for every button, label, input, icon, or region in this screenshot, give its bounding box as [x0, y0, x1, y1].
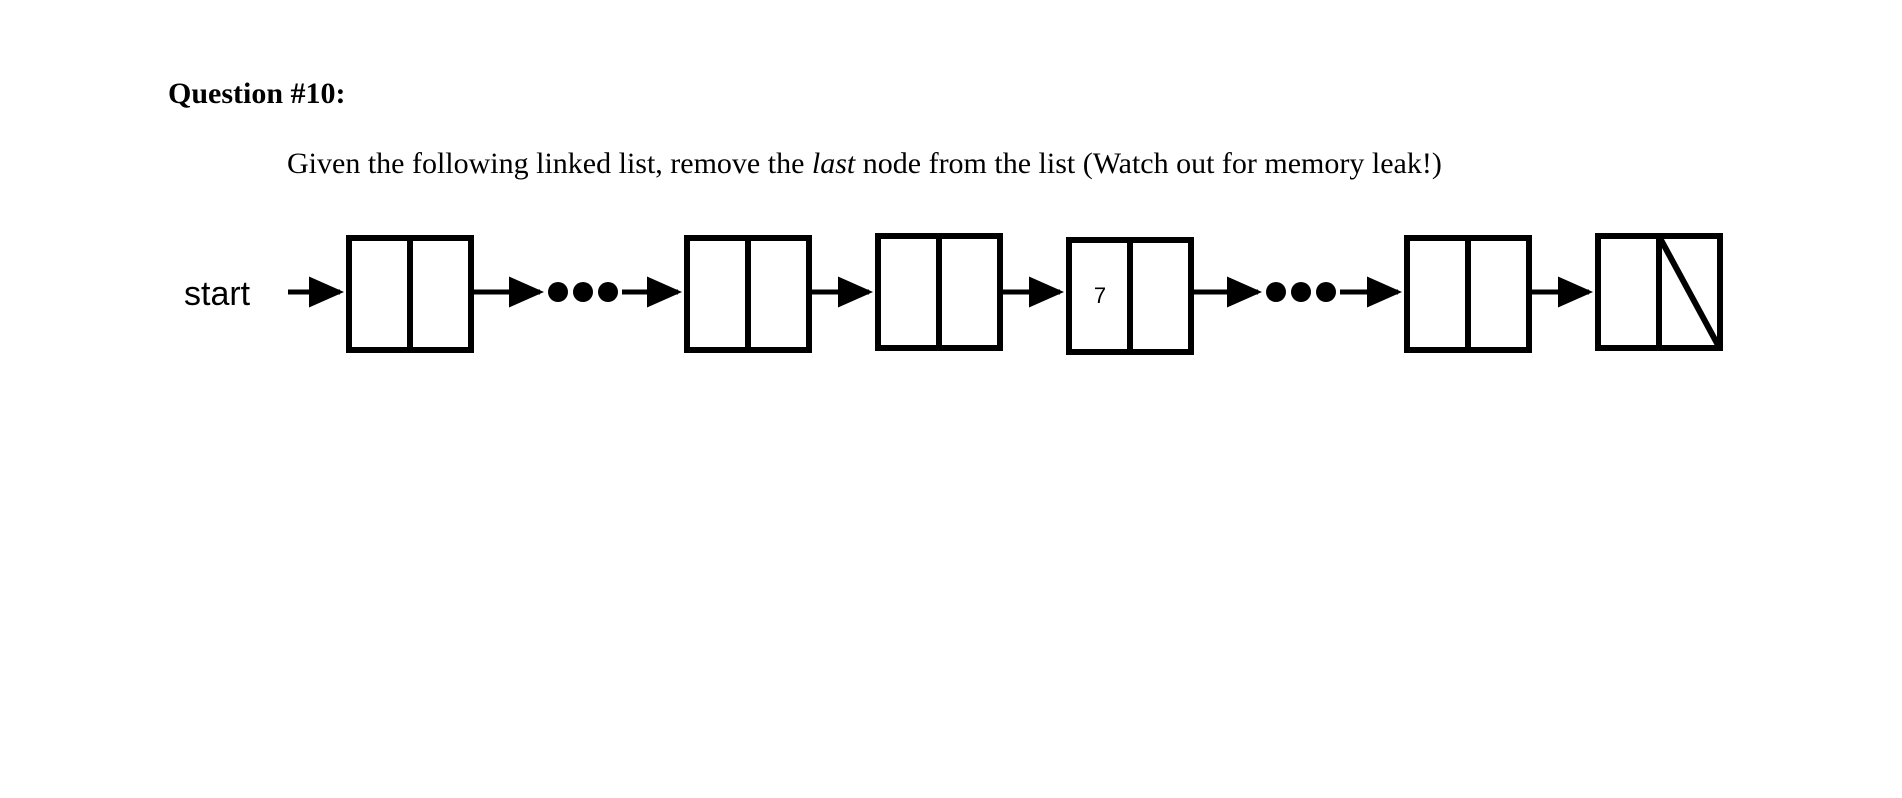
node-box	[1595, 233, 1723, 351]
prompt-text-before: Given the following linked list, remove …	[287, 147, 812, 180]
ellipsis-dots	[1266, 282, 1336, 302]
start-pointer-label: start	[184, 275, 251, 313]
ellipsis-dot	[1316, 282, 1336, 302]
prompt-text-after: node from the list (Watch out for memory…	[855, 147, 1442, 180]
ellipsis-dot	[1266, 282, 1286, 302]
node-box	[1066, 237, 1194, 355]
list-node	[875, 233, 1003, 351]
node-box	[875, 233, 1003, 351]
list-node	[684, 235, 812, 353]
null-pointer-slash-icon	[1657, 236, 1722, 349]
list-node-tail	[1595, 233, 1723, 351]
node-value: 7	[1094, 283, 1106, 308]
ellipsis-dot	[598, 282, 618, 302]
ellipsis-dots	[548, 282, 618, 302]
list-node-with-value: 7	[1066, 237, 1194, 355]
list-node	[1404, 235, 1532, 353]
ellipsis-dot	[548, 282, 568, 302]
node-box	[346, 235, 474, 353]
question-prompt: Given the following linked list, remove …	[287, 145, 1442, 183]
page-title: Question #10:	[168, 77, 346, 110]
prompt-emphasis-last: last	[811, 147, 856, 180]
ellipsis-dot	[1291, 282, 1311, 302]
node-box	[684, 235, 812, 353]
ellipsis-dot	[573, 282, 593, 302]
node-box	[1404, 235, 1532, 353]
list-node	[346, 235, 474, 353]
